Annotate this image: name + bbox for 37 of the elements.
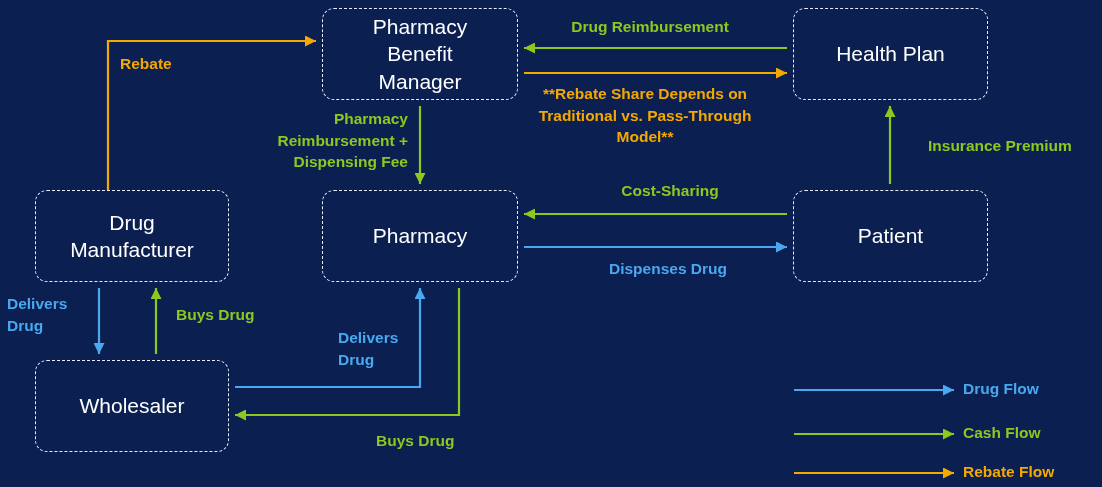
edge-label: Drug Reimbursement: [570, 17, 730, 37]
process-box: [35, 360, 229, 452]
process-box: [793, 8, 988, 100]
arrow: [93, 288, 105, 354]
node-label: Pharmacy Benefit Manager: [371, 14, 469, 95]
node-label: Wholesaler: [79, 393, 185, 420]
edge-label: Delivers Drug: [338, 328, 400, 370]
node-label: Pharmacy: [372, 223, 468, 250]
arrow: [524, 241, 787, 253]
legend-label: Rebate Flow: [963, 463, 1055, 481]
edge-label: Rebate: [120, 54, 172, 74]
edge-label: Dispenses Drug: [608, 259, 728, 279]
arrow: [414, 106, 426, 184]
process-box: [793, 190, 988, 282]
edge-label: Cost-Sharing: [620, 181, 720, 201]
arrow: [235, 288, 461, 421]
arrow: [150, 288, 162, 354]
process-box: [322, 190, 518, 282]
node-label: Health Plan: [836, 41, 945, 68]
process-box: [322, 8, 518, 100]
arrow: [235, 288, 426, 389]
edge-label: **Rebate Share Depends on Traditional vs. Pass-Through Model**: [537, 84, 753, 148]
edge-label: Pharmacy Reimbursement + Dispensing Fee: [276, 109, 408, 173]
edge-label: Buys Drug: [176, 305, 255, 325]
legend-label: Cash Flow: [963, 424, 1041, 442]
edge-label: Insurance Premium: [928, 136, 1072, 156]
node-label: Drug Manufacturer: [69, 209, 195, 263]
node-label: Patient: [857, 223, 924, 250]
arrow: [884, 106, 896, 184]
arrow: [106, 35, 316, 190]
arrow: [524, 208, 787, 220]
arrow: [524, 67, 787, 79]
arrow: [524, 42, 787, 54]
edge-label: Delivers Drug: [7, 294, 67, 336]
edge-label: Buys Drug: [376, 431, 455, 451]
process-box: [35, 190, 229, 282]
legend-label: Drug Flow: [963, 380, 1039, 398]
